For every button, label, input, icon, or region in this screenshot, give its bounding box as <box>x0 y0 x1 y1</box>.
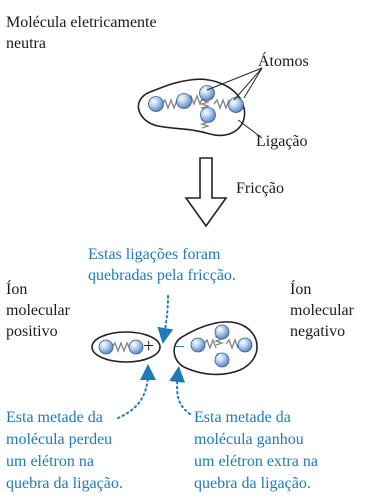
neutral-molecule-outline <box>137 78 246 137</box>
atoms-label: Átomos <box>258 53 309 70</box>
negative-ion-line2: molecular <box>290 302 354 319</box>
right-half-line2: molécula ganhou <box>194 431 304 448</box>
friction-label: Fricção <box>236 180 284 197</box>
positive-ion-line1: Íon <box>6 281 28 298</box>
right-half-line1: Esta metade da <box>194 409 291 426</box>
atom-icon <box>128 339 144 355</box>
positive-ion-line2: molecular <box>6 302 70 319</box>
plus-sign: + <box>143 335 155 357</box>
atom-icon <box>190 337 206 353</box>
molecule-label-line1: Molécula eletricamente <box>6 14 157 31</box>
negative-ion-label: Íon molecular negativo <box>290 279 354 342</box>
negative-ion-line1: Íon <box>290 281 312 298</box>
molecule-label-line2: neutra <box>6 35 46 52</box>
left-half-annotation: Esta metade da molécula perdeu um elétro… <box>6 407 123 495</box>
broken-bonds-line1: Estas ligações foram <box>88 246 221 263</box>
right-half-annotation: Esta metade da molécula ganhou um elétro… <box>194 407 318 495</box>
broken-bonds-annotation: Estas ligações foram quebradas pela fric… <box>88 244 236 286</box>
positive-ion-label: Íon molecular positivo <box>6 279 70 342</box>
minus-sign: – <box>175 335 184 355</box>
atom-icon <box>176 93 192 109</box>
bond-label: Ligação <box>256 133 308 150</box>
positive-ion-line3: positivo <box>6 323 58 340</box>
annotation-leaders <box>117 295 191 419</box>
right-half-line4: quebra da ligação. <box>194 475 311 492</box>
left-half-line4: quebra da ligação. <box>6 475 123 492</box>
atom-icon <box>214 352 230 368</box>
atom-icon <box>199 85 215 101</box>
broken-bonds-line2: quebradas pela fricção. <box>88 267 236 284</box>
left-half-line3: um elétron na <box>6 453 94 470</box>
neutral-atoms <box>148 85 244 123</box>
atom-icon <box>200 107 216 123</box>
atom-icon <box>228 97 244 113</box>
atom-icon <box>98 339 114 355</box>
right-half-line3: um elétron extra na <box>194 453 318 470</box>
negative-ion-line3: negativo <box>290 323 346 340</box>
left-half-line2: molécula perdeu <box>6 431 113 448</box>
atom-icon <box>148 96 164 112</box>
atom-icon <box>237 337 253 353</box>
bond-leader <box>237 119 263 139</box>
positive-ion-outline <box>91 331 161 363</box>
molecule-label: Molécula eletricamente neutra <box>6 12 157 54</box>
atom-icon <box>214 324 230 340</box>
positive-ion-bond <box>111 341 131 353</box>
negative-ion-outline <box>173 321 258 376</box>
neutral-bonds <box>161 94 230 129</box>
friction-arrow <box>184 157 228 228</box>
atoms-leaders <box>206 67 263 101</box>
left-half-line1: Esta metade da <box>6 409 103 426</box>
